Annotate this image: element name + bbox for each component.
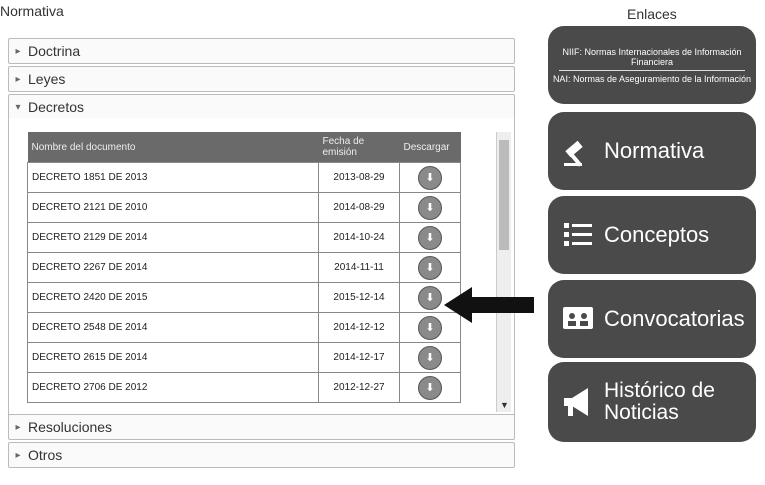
documents-table: Nombre del documento Fecha de emisión De… [27,132,461,403]
accordion-label: Decretos [28,99,85,115]
chevron-right-icon: ▸ [15,45,21,57]
accordion-label: Otros [28,447,63,463]
historico-noticias-button[interactable]: Histórico de Noticias [548,362,756,442]
header-nombre: Nombre del documento [27,132,319,163]
document-date: 2014-10-24 [318,222,400,253]
table-row: DECRETO 2706 DE 2012 2012-12-27 ⬇ [27,372,461,403]
document-date: 2014-12-12 [318,312,400,343]
historico-line1: Histórico de [604,379,715,402]
chevron-right-icon: ▸ [15,73,21,85]
document-date: 2015-12-14 [318,282,400,313]
header-descargar: Descargar [399,132,461,163]
historico-label: Histórico de Noticias [604,380,715,424]
chevron-right-icon: ▸ [15,449,21,461]
table-row: DECRETO 2548 DE 2014 2014-12-12 ⬇ [27,312,461,343]
conceptos-label: Conceptos [604,222,710,247]
document-name: DECRETO 2706 DE 2012 [27,372,319,403]
niif-link[interactable]: NIIF: Normas Internacionales de Informac… [562,46,742,67]
table-row: DECRETO 2615 DE 2014 2014-12-17 ⬇ [27,342,461,373]
gavel-icon [558,131,598,171]
document-name: DECRETO 2548 DE 2014 [27,312,319,343]
download-icon[interactable]: ⬇ [418,375,442,400]
normativa-button[interactable]: Normativa [548,112,756,190]
document-date: 2013-08-29 [318,162,400,193]
accordion-doctrina[interactable]: ▸ Doctrina [8,38,515,64]
section-title: Normativa [0,3,64,19]
list-icon [558,215,598,255]
table-row: DECRETO 2121 DE 2010 2014-08-29 ⬇ [27,192,461,223]
document-name: DECRETO 2420 DE 2015 [27,282,319,313]
scroll-down-icon[interactable]: ▼ [500,400,509,410]
megaphone-icon [558,382,598,422]
chevron-right-icon: ▸ [15,421,21,433]
historico-line2: Noticias [604,401,679,424]
table-row: DECRETO 1851 DE 2013 2013-08-29 ⬇ [27,162,461,193]
document-date: 2014-08-29 [318,192,400,223]
download-icon[interactable]: ⬇ [418,345,442,370]
download-icon[interactable]: ⬇ [418,225,442,250]
document-name: DECRETO 2129 DE 2014 [27,222,319,253]
conceptos-button[interactable]: Conceptos [548,196,756,274]
accordion-resoluciones[interactable]: ▸ Resoluciones [8,414,515,440]
document-name: DECRETO 2267 DE 2014 [27,252,319,283]
download-icon[interactable]: ⬇ [418,315,442,340]
download-icon[interactable]: ⬇ [418,285,442,310]
table-row: DECRETO 2129 DE 2014 2014-10-24 ⬇ [27,222,461,253]
table-row: DECRETO 2267 DE 2014 2014-11-11 ⬇ [27,252,461,283]
divider [559,69,745,71]
table-scrollbar[interactable]: ▼ [496,132,511,412]
decretos-panel: Nombre del documento Fecha de emisión De… [8,118,515,415]
normativa-label: Normativa [604,138,705,163]
accordion-label: Resoluciones [28,419,113,435]
document-date: 2012-12-27 [318,372,400,403]
pointer-arrow-icon [444,287,534,323]
header-fecha: Fecha de emisión [318,132,400,163]
table-row: DECRETO 2420 DE 2015 2015-12-14 ⬇ [27,282,461,313]
scrollbar-thumb[interactable] [499,140,509,250]
accordion-decretos[interactable]: ▾ Decretos [8,94,515,120]
convocatorias-label: Convocatorias [604,306,745,331]
document-date: 2014-12-17 [318,342,400,373]
enlaces-title: Enlaces [627,6,677,22]
people-board-icon [558,299,598,339]
chevron-down-icon: ▾ [15,101,21,113]
convocatorias-button[interactable]: Convocatorias [548,280,756,358]
download-icon[interactable]: ⬇ [418,195,442,220]
document-name: DECRETO 2615 DE 2014 [27,342,319,373]
download-icon[interactable]: ⬇ [418,165,442,190]
accordion-label: Leyes [28,71,66,87]
document-date: 2014-11-11 [318,252,400,283]
accordion-leyes[interactable]: ▸ Leyes [8,66,515,92]
download-icon[interactable]: ⬇ [418,255,442,280]
accordion-otros[interactable]: ▸ Otros [8,442,515,468]
document-name: DECRETO 2121 DE 2010 [27,192,319,223]
document-name: DECRETO 1851 DE 2013 [27,162,319,193]
nai-link[interactable]: NAI: Normas de Aseguramiento de la Infor… [552,73,752,84]
niif-nai-links: NIIF: Normas Internacionales de Informac… [548,26,756,104]
accordion-label: Doctrina [28,43,81,59]
